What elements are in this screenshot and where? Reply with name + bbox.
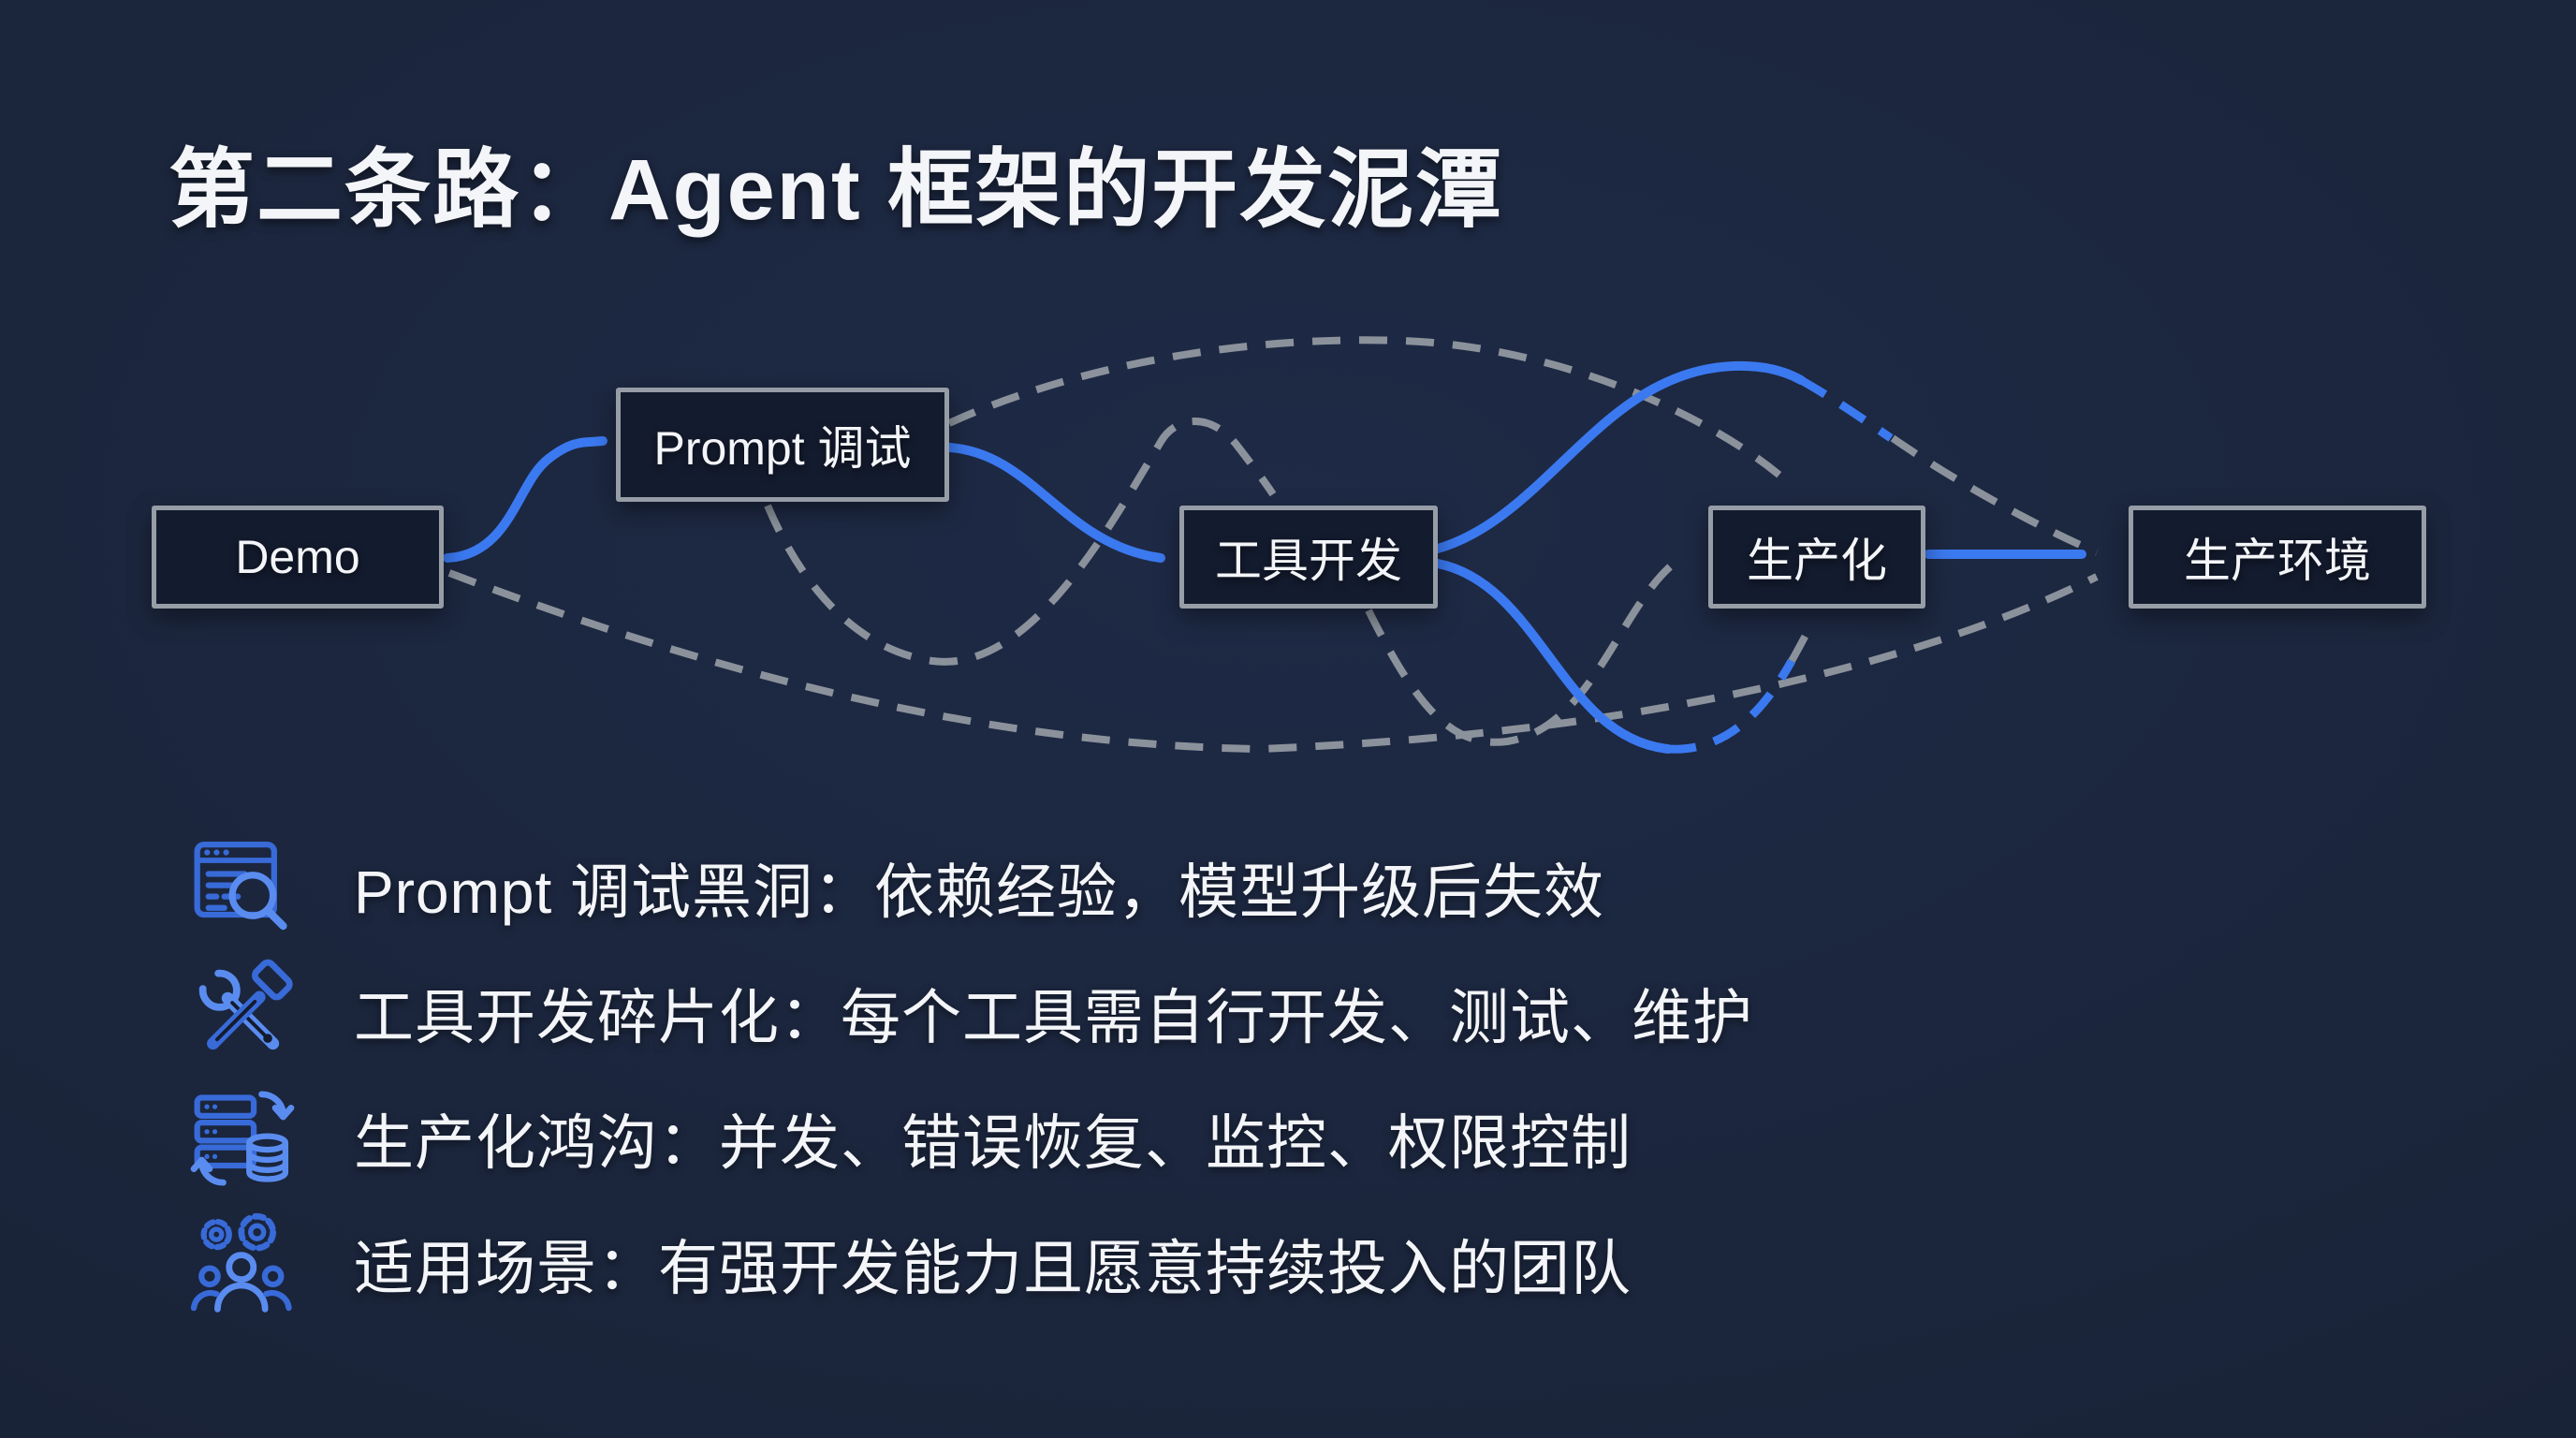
flow-node-demo: Demo <box>152 506 444 609</box>
bullet-text: 工具开发碎片化：每个工具需自行开发、测试、维护 <box>354 984 1753 1051</box>
bullet-text: 生产化鸿沟：并发、错误恢复、监控、权限控制 <box>354 1109 1632 1177</box>
bullet-item-suitable-scenario: 适用场景：有强开发能力且愿意持续投入的团队 <box>187 1201 2396 1327</box>
bullet-item-production-gap: 生产化鸿沟：并发、错误恢复、监控、权限控制 <box>187 1076 2396 1201</box>
edge-demo-to-prompt <box>443 436 607 563</box>
bullet-item-tool-fragmentation: 工具开发碎片化：每个工具需自行开发、测试、维护 <box>187 950 2396 1076</box>
edge-prompt-to-tooldev <box>944 443 1165 563</box>
dashed-gray-edges <box>447 336 2099 754</box>
edge-demo-to-prodenv-bottom-arc <box>447 569 2099 754</box>
flow-node-label: Prompt 调试 <box>653 422 912 475</box>
edge-prompt-to-tooldev-loop <box>764 418 1277 666</box>
blue-dashed-edges <box>1667 376 1894 754</box>
flow-node-label: 工具开发 <box>1215 535 1402 587</box>
flow-node-label: 生产化 <box>1747 535 1887 587</box>
edge-overtop-blue-dashed <box>1798 376 1894 442</box>
edge-overtop-gray-tail <box>1890 434 2099 556</box>
edge-tooldev-to-prod-loop <box>1365 560 1676 746</box>
flow-node-productionize: 生产化 <box>1708 506 1925 609</box>
edge-tooldev-overtop <box>1433 360 1806 553</box>
arrowhead-into-prod-top <box>1767 459 1813 506</box>
browser-search-icon <box>187 832 298 943</box>
bullet-text: 适用场景：有强开发能力且愿意持续投入的团队 <box>354 1235 1632 1302</box>
flow-node-prompt-debug: Prompt 调试 <box>616 388 949 502</box>
edge-underbottom-gray-tail <box>1788 621 1816 663</box>
flow-node-prod-env: 生产环境 <box>2129 506 2426 609</box>
server-sync-icon <box>187 1083 298 1194</box>
edge-tooldev-underbottom <box>1433 559 1673 754</box>
flow-node-tool-dev: 工具开发 <box>1179 506 1438 609</box>
edge-underbottom-blue-dashed <box>1667 658 1795 754</box>
bullet-list: Prompt 调试黑洞：依赖经验，模型升级后失效 工具开发碎片化：每个工具需自行… <box>187 825 2396 1327</box>
slide-title: 第二条路：Agent 框架的开发泥潭 <box>168 142 1504 238</box>
bullet-item-prompt-blackhole: Prompt 调试黑洞：依赖经验，模型升级后失效 <box>187 825 2396 950</box>
edge-prompt-to-prod-top-arc <box>947 336 1785 481</box>
blue-solid-edges <box>443 360 2086 754</box>
flow-node-label: Demo <box>235 531 360 583</box>
tools-icon <box>187 958 298 1068</box>
bullet-text: Prompt 调试黑洞：依赖经验，模型升级后失效 <box>354 858 1605 926</box>
flow-node-label: 生产环境 <box>2184 535 2371 587</box>
arrowhead-into-prod-bottom <box>1789 606 1832 653</box>
team-gears-icon <box>187 1209 298 1319</box>
